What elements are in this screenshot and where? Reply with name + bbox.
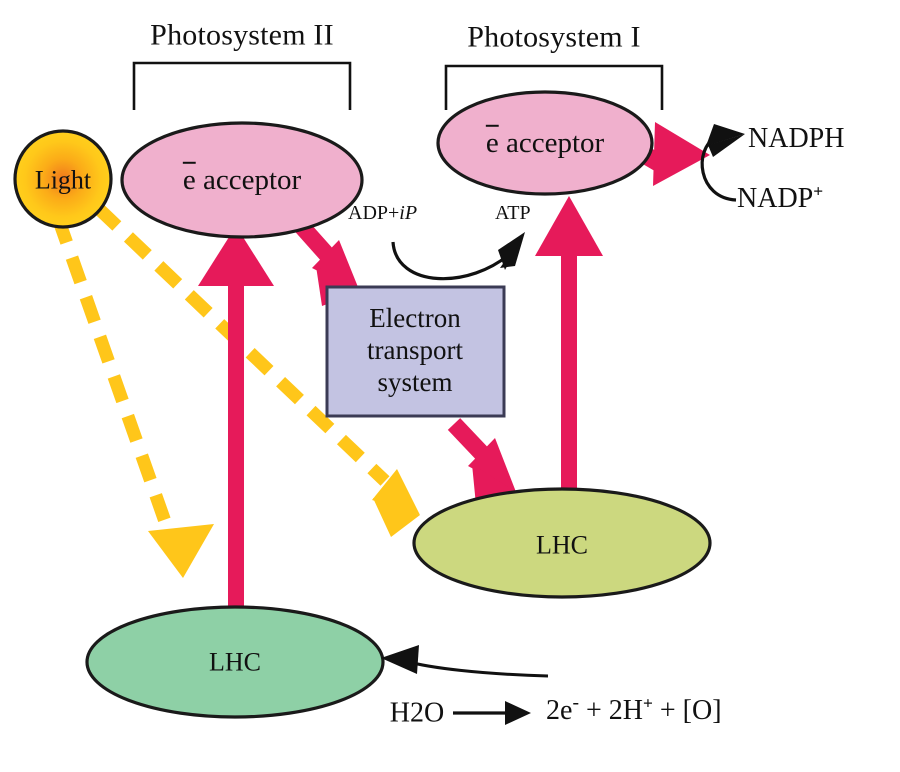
crimson-arrow-lhc-to-ps1-acceptor	[535, 196, 603, 500]
light-source-shape	[13, 129, 113, 229]
products-oxygen: + [O]	[659, 695, 722, 726]
nadp-to-nadph-curve-arrow	[700, 124, 745, 202]
electron-symbol-ps2: e	[182, 163, 196, 196]
water-label: H2O	[389, 697, 445, 729]
photosystem-i-title: Photosystem I	[467, 20, 641, 54]
acceptor-word-ps2: acceptor	[202, 163, 302, 196]
nadp-plus-label: NADP+	[737, 181, 824, 214]
bracket-photosystem-ii	[132, 61, 352, 110]
lower-lhc-label: LHC	[209, 647, 261, 677]
atp-label: ATP	[495, 202, 531, 224]
light-arrow-to-upper-lhc	[93, 203, 420, 537]
nadp-text: NADP	[737, 183, 814, 214]
light-label: Light	[34, 165, 92, 195]
electron-charge: -	[572, 692, 579, 714]
ets-line-3: system	[377, 366, 453, 397]
adp-label: ADP+iP	[348, 203, 417, 224]
nadp-charge: +	[813, 181, 824, 201]
crimson-arrow-lhc-to-ps2-acceptor	[198, 226, 274, 652]
upper-lhc-shape	[412, 487, 712, 599]
proton-charge: +	[642, 693, 653, 713]
ets-line-1: Electron	[369, 303, 461, 334]
ps1-electron-acceptor-shape	[436, 90, 654, 196]
acceptor-word-ps1: acceptor	[505, 126, 605, 159]
ps2-electron-acceptor-shape	[120, 121, 364, 239]
electron-transport-system-label: Electron transport system	[325, 303, 505, 399]
upper-lhc-label: LHC	[536, 530, 588, 560]
water-split-products-label: 2e- + 2H+ + [O]	[546, 692, 722, 726]
electron-transport-system-shape	[325, 285, 506, 418]
adp-to-atp-curve-arrow	[391, 232, 525, 281]
lower-lhc-shape	[85, 605, 385, 719]
products-electrons: 2e	[546, 695, 573, 726]
adp-text: ADP+	[348, 202, 400, 224]
bracket-photosystem-i	[444, 64, 664, 110]
light-arrow-to-lower-lhc	[51, 215, 214, 578]
ets-line-2: transport	[367, 335, 463, 366]
ps2-electron-acceptor-label: e acceptor	[183, 165, 301, 195]
products-protons: + 2H	[585, 695, 643, 726]
electron-symbol-ps1: e	[485, 126, 499, 159]
water-to-lhc-arrow	[381, 645, 549, 678]
inorganic-phosphate-text: iP	[399, 202, 418, 224]
nadph-label: NADPH	[748, 123, 845, 154]
ps1-electron-acceptor-label: e acceptor	[486, 128, 604, 158]
photosystem-ii-title: Photosystem II	[150, 18, 334, 52]
water-split-arrow	[453, 701, 531, 725]
